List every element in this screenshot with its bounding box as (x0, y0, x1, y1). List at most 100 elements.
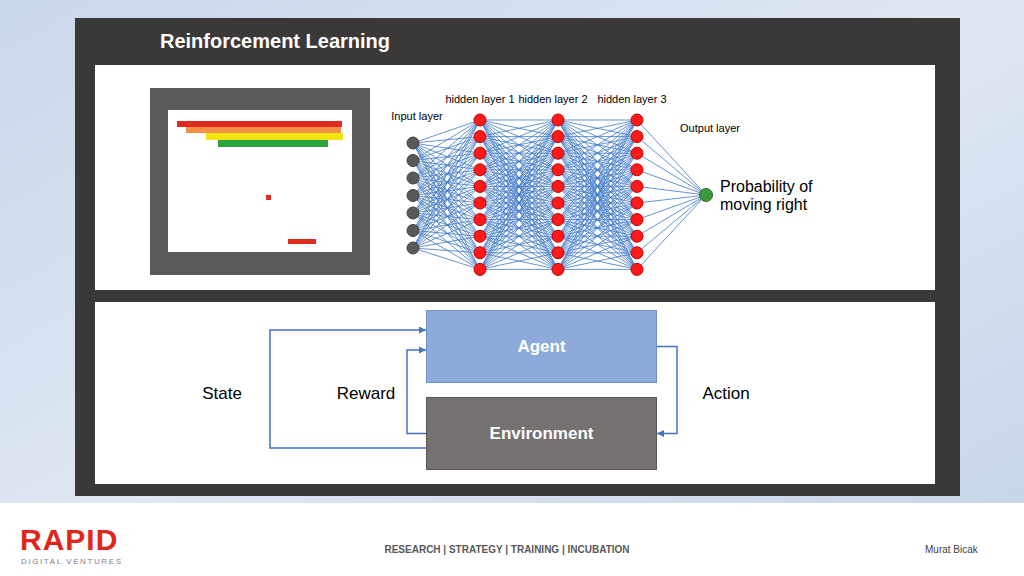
hidden-neuron (552, 131, 564, 143)
hidden-neuron (631, 180, 643, 192)
network-link (480, 120, 558, 253)
input-neuron (407, 155, 419, 167)
network-link (558, 269, 637, 270)
network-link (413, 143, 480, 269)
network-link (558, 153, 637, 269)
brand-subtitle: DIGITAL VENTURES (21, 557, 123, 566)
network-link (480, 120, 558, 269)
network-link (558, 120, 637, 170)
network-link (480, 269, 558, 270)
network-link (480, 253, 558, 270)
brick-row (206, 133, 343, 140)
layer-label: hidden layer 2 (518, 93, 587, 106)
network-link (413, 236, 480, 248)
network-link (558, 120, 637, 220)
network-link (480, 153, 558, 269)
network-link (558, 120, 637, 220)
network-link (558, 236, 637, 269)
network-link (558, 120, 637, 153)
network-link (558, 120, 637, 253)
footer-tagline: RESEARCH | STRATEGY | TRAINING | INCUBAT… (384, 544, 629, 556)
hidden-neuron (631, 263, 643, 275)
network-link (480, 120, 558, 186)
edge-label: Action (700, 384, 751, 404)
network-link (480, 120, 558, 153)
network-link (480, 236, 558, 269)
layer-label: Output layer (680, 122, 740, 135)
input-neuron (407, 225, 419, 237)
network-link (480, 253, 558, 270)
network-link (558, 120, 637, 269)
network-link (413, 143, 480, 203)
brick-row (218, 140, 328, 147)
network-link (480, 120, 558, 170)
edge-label: Reward (335, 384, 398, 404)
hidden-neuron (552, 247, 564, 259)
network-link (558, 120, 637, 203)
hidden-neuron (552, 114, 564, 126)
network-link (558, 120, 637, 170)
hidden-neuron (474, 263, 486, 275)
network-link (413, 120, 480, 178)
network-link (558, 220, 637, 270)
network-link (558, 120, 637, 236)
network-link (558, 170, 637, 270)
network-link (558, 120, 637, 203)
node-text: Agent (517, 337, 565, 357)
network-link (413, 170, 480, 248)
network-link (480, 120, 558, 220)
hidden-neuron (631, 164, 643, 176)
brand-logo: RAPID (20, 523, 118, 558)
network-link (480, 120, 558, 269)
network-link (558, 203, 637, 269)
hidden-neuron (552, 230, 564, 242)
network-link (637, 195, 706, 269)
environment-box: Environment (426, 397, 657, 470)
network-link (413, 220, 480, 248)
hidden-neuron (474, 147, 486, 159)
network-link (413, 203, 480, 248)
hidden-neuron (474, 164, 486, 176)
input-neuron (407, 172, 419, 184)
input-neuron (407, 137, 419, 149)
layer-label: hidden layer 1 (445, 93, 514, 106)
hidden-neuron (552, 147, 564, 159)
network-link (558, 120, 637, 186)
network-link (558, 186, 637, 269)
input-neuron (407, 190, 419, 202)
hidden-neuron (552, 263, 564, 275)
neural-network (407, 114, 713, 275)
network-link (480, 170, 558, 270)
network-link (480, 220, 558, 270)
network-link (558, 120, 637, 236)
network-link (558, 236, 637, 269)
hidden-neuron (631, 114, 643, 126)
network-link (413, 137, 480, 248)
network-link (480, 137, 558, 270)
hidden-neuron (474, 230, 486, 242)
network-link (413, 248, 480, 269)
network-link (558, 253, 637, 270)
upper-panel (95, 65, 935, 290)
network-link (558, 186, 637, 269)
network-link (413, 120, 480, 213)
network-link (413, 143, 480, 253)
network-link (558, 203, 637, 269)
network-link (558, 120, 637, 153)
hidden-neuron (474, 114, 486, 126)
network-link (413, 248, 480, 253)
input-neuron (407, 207, 419, 219)
network-link (480, 120, 558, 220)
network-link (413, 120, 480, 161)
output-neuron (700, 189, 713, 202)
network-link (480, 120, 558, 137)
network-link (480, 120, 558, 186)
network-link (480, 236, 558, 269)
hidden-neuron (631, 131, 643, 143)
brick-row (186, 127, 341, 133)
hidden-neuron (474, 180, 486, 192)
input-neuron (407, 242, 419, 254)
network-link (480, 186, 558, 269)
